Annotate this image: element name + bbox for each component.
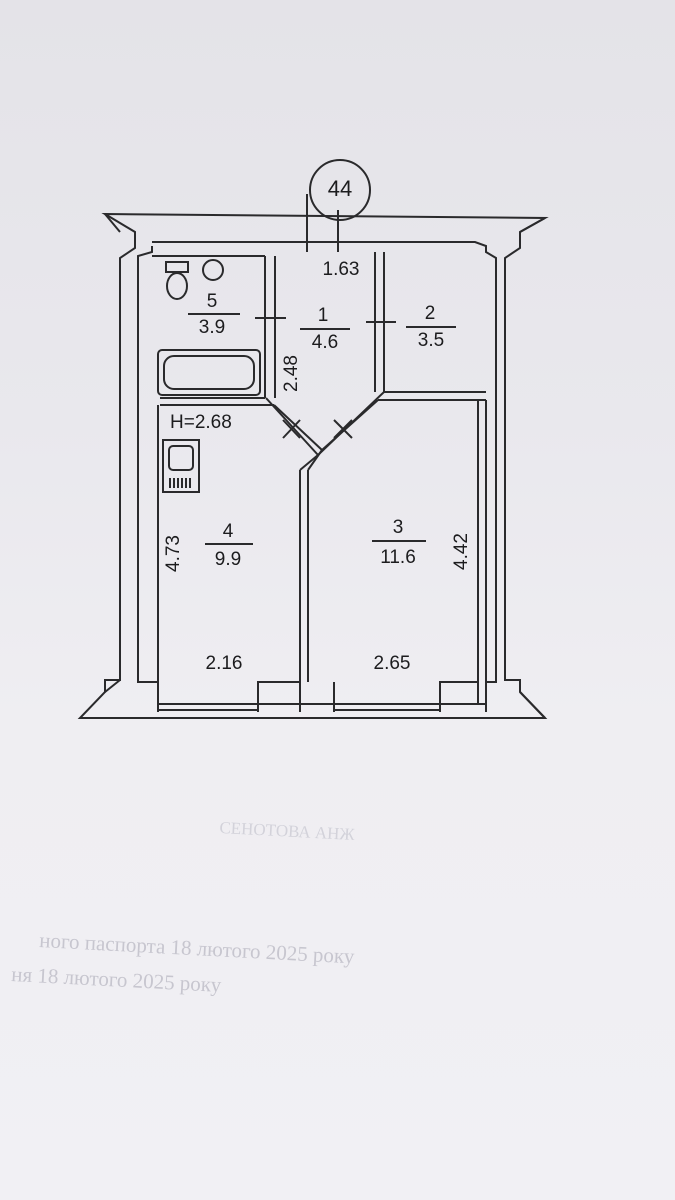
- room-3-fraction-line: [372, 540, 426, 542]
- room-2-number: 2: [424, 303, 436, 324]
- dim-room4-width: 2.16: [205, 653, 243, 674]
- room-1-area: 4.6: [311, 332, 339, 353]
- toilet-icon: [166, 272, 188, 300]
- dim-hall-width: 1.63: [322, 259, 360, 280]
- apartment-number-circle: [309, 159, 371, 221]
- room-2-fraction-line: [406, 326, 456, 328]
- ceiling-height: H=2.68: [170, 412, 232, 433]
- room-1-number: 1: [317, 305, 329, 326]
- window-right: [334, 703, 440, 711]
- room-5-number: 5: [206, 291, 218, 312]
- outer-wall-outline: [77, 212, 549, 719]
- diag-wall-left-inner: [265, 397, 319, 456]
- dim-room4-length: 4.73: [163, 535, 184, 572]
- room-4-area: 9.9: [214, 549, 242, 570]
- stove-icon: [162, 439, 200, 493]
- diag-wall-left: [273, 404, 323, 451]
- bathtub: [157, 349, 261, 396]
- room-1-fraction-line: [300, 328, 350, 330]
- room-3-area: 11.6: [380, 547, 416, 568]
- room-5-fraction-line: [188, 313, 240, 315]
- dim-hall-length: 2.48: [281, 355, 302, 392]
- room-3-number: 3: [392, 517, 404, 538]
- apartment-number: 44: [327, 176, 353, 201]
- room-2-area: 3.5: [417, 330, 445, 351]
- door-mark-room3: [333, 419, 353, 439]
- window-left: [158, 703, 258, 711]
- dim-room3-length: 4.42: [451, 533, 472, 570]
- window-right-frame: [333, 682, 487, 712]
- room-4-number: 4: [222, 521, 234, 542]
- room-5-area: 3.9: [198, 317, 226, 338]
- diag-wall-right-inner: [317, 391, 385, 456]
- dim-room3-width: 2.65: [373, 653, 411, 674]
- room-4-fraction-line: [205, 543, 253, 545]
- window-left-frame: [157, 682, 301, 712]
- sink-icon: [202, 259, 224, 281]
- door-mark-room4: [282, 419, 301, 439]
